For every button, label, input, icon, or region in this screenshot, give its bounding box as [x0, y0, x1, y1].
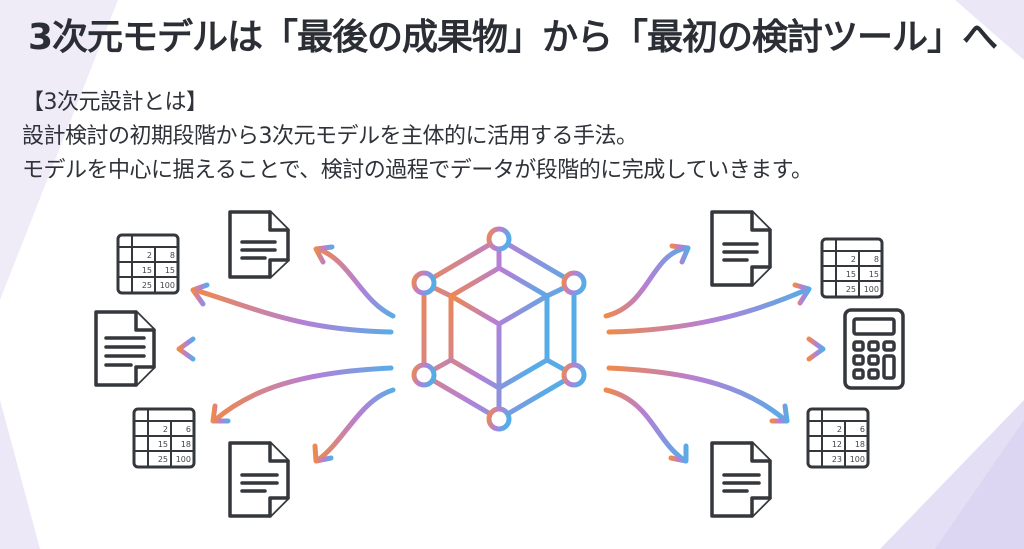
arrow-right-4: [606, 365, 790, 424]
description-heading: 【3次元設計とは】: [22, 90, 208, 115]
arrow-left-3: [176, 336, 394, 362]
spreadsheet-cell: 23: [832, 455, 842, 464]
spreadsheet-cell: 8: [170, 251, 175, 260]
spreadsheet-cell: 25: [142, 281, 152, 290]
document-icon: [228, 210, 290, 279]
spreadsheet-cell: 25: [846, 285, 856, 294]
arrow-left-1: [313, 244, 396, 319]
spreadsheet-cell: 12: [832, 440, 842, 449]
spreadsheet-cell: 100: [850, 455, 865, 464]
arrow-right-3: [606, 336, 826, 362]
spreadsheet-icon: 2 6 15 18 25 100: [132, 407, 196, 469]
spreadsheet-cell: 25: [158, 455, 168, 464]
arrow-left-2: [190, 282, 394, 335]
spreadsheet-cell: 15: [142, 266, 152, 275]
description-line-1: 設計検討の初期段階から3次元モデルを主体的に活用する手法。: [22, 124, 638, 149]
spreadsheet-cell: 6: [186, 425, 191, 434]
description-block: 【3次元設計とは】 設計検討の初期段階から3次元モデルを主体的に活用する手法。 …: [22, 86, 813, 188]
document-icon: [710, 210, 772, 287]
document-icon: [228, 441, 290, 518]
arrow-right-1: [603, 243, 691, 319]
spreadsheet-cell: 6: [860, 425, 865, 434]
spreadsheet-cell: 2: [147, 251, 152, 260]
spreadsheet-cell: 15: [165, 266, 175, 275]
spreadsheet-cell: 2: [851, 255, 856, 264]
spreadsheet-cell: 18: [181, 440, 191, 449]
spreadsheet-icon: 2 6 12 18 23 100: [806, 407, 870, 469]
spreadsheet-cell: 8: [874, 255, 879, 264]
spreadsheet-cell: 18: [855, 440, 865, 449]
document-icon: [94, 310, 156, 387]
spreadsheet-cell: 15: [158, 440, 168, 449]
spreadsheet-cell: 15: [846, 270, 856, 279]
spreadsheet-cell: 2: [837, 425, 842, 434]
arrow-left-4: [210, 365, 394, 424]
arrow-right-2: [606, 282, 812, 335]
spreadsheet-cell: 15: [869, 270, 879, 279]
spreadsheet-cell: 100: [176, 455, 191, 464]
spreadsheet-cell: 2: [163, 425, 168, 434]
arrow-left-5: [312, 387, 396, 464]
document-icon: [710, 441, 772, 518]
arrow-right-5: [603, 387, 689, 464]
spreadsheet-cell: 100: [864, 285, 879, 294]
page-title: 3次元モデルは「最後の成果物」から「最初の検討ツール」へ: [28, 17, 998, 58]
3d-model-cube-icon: [411, 226, 587, 432]
description-line-2: モデルを中心に据えることで、検討の過程でデータが段階的に完成していきます。: [22, 158, 813, 183]
calculator-icon: [843, 308, 905, 390]
spreadsheet-icon: 2 8 15 15 25 100: [820, 237, 884, 299]
spreadsheet-icon: 2 8 15 15 25 100: [116, 233, 180, 295]
spreadsheet-cell: 100: [160, 281, 175, 290]
